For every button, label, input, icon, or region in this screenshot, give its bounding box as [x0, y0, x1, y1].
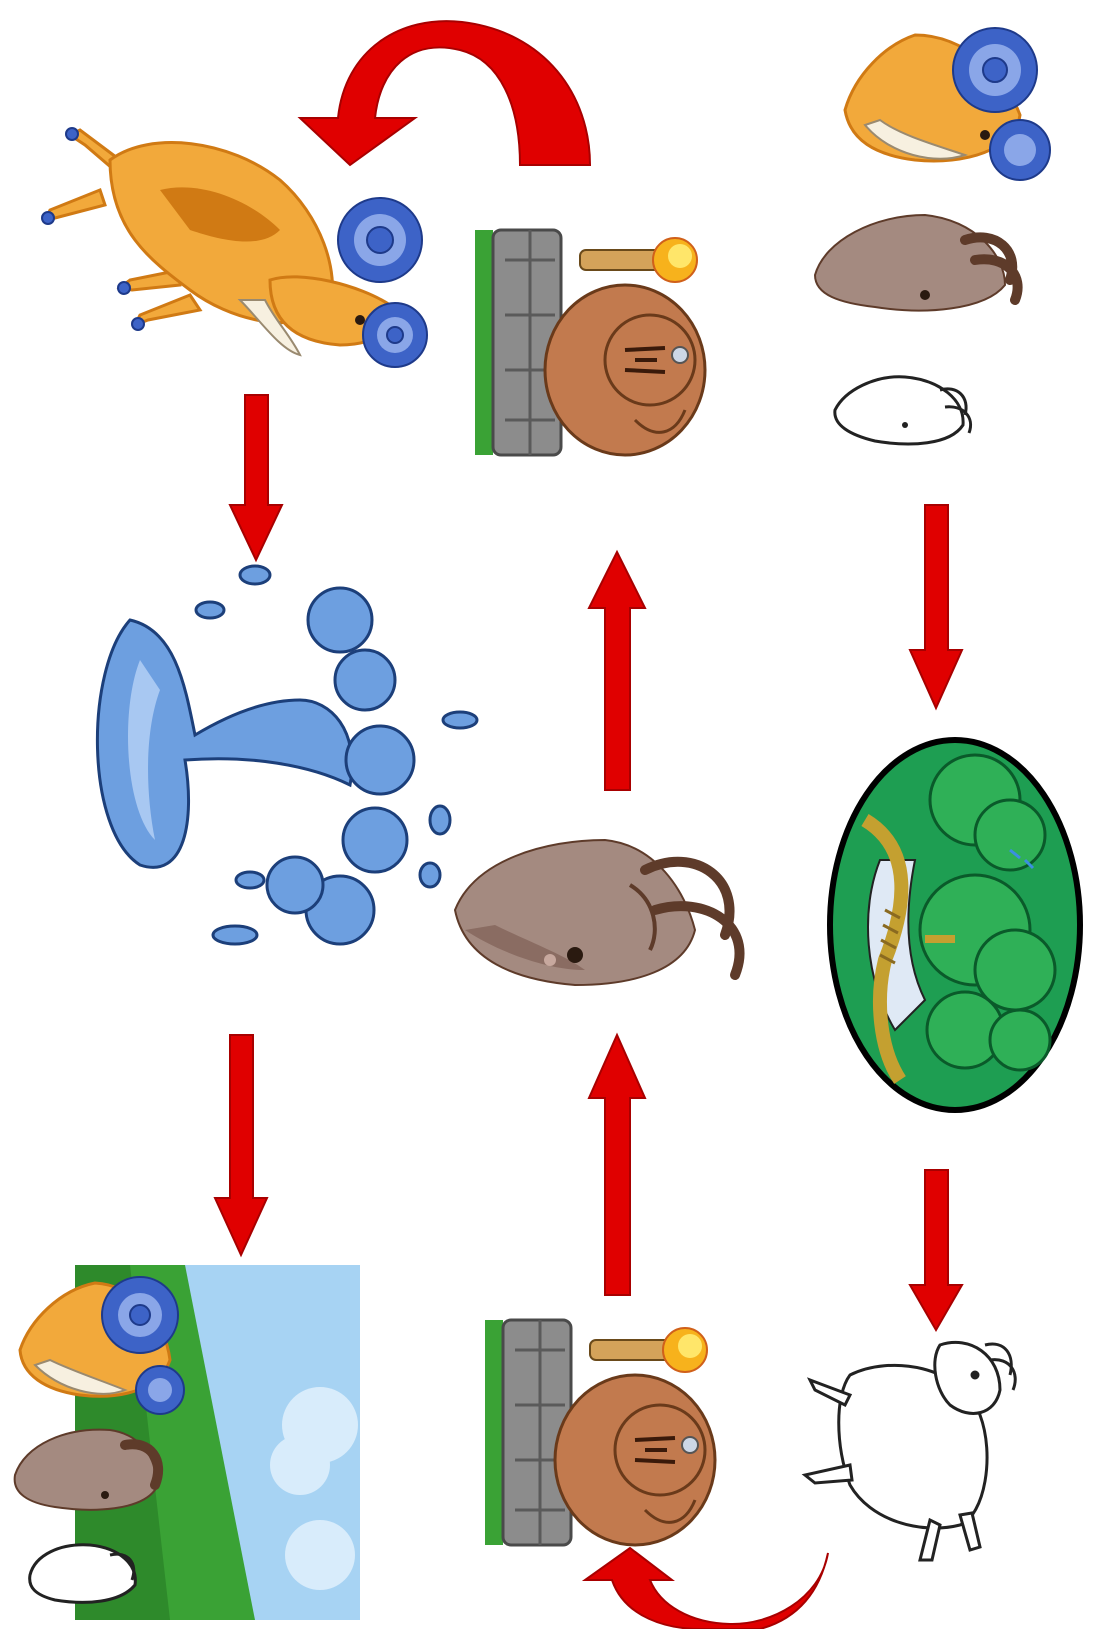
troll-bridge-icon	[485, 1320, 715, 1545]
meadow-goats-icon	[15, 1265, 360, 1620]
arrow-middle-up-1	[589, 552, 645, 790]
arrow-right-down-2	[910, 1170, 962, 1330]
arrow-middle-up-2	[589, 1035, 645, 1295]
golden-ram-standing	[42, 128, 427, 367]
arrow-left-down-2	[215, 1035, 267, 1255]
troll-under-bridge-top	[475, 230, 705, 455]
three-goats-icon	[815, 28, 1050, 444]
three-goats-stack-top	[815, 28, 1050, 444]
arrow-bottom-curve	[585, 1548, 828, 1629]
forest-oval	[830, 740, 1080, 1110]
water-splash	[97, 566, 477, 944]
troll-under-bridge-bottom	[485, 1320, 715, 1545]
arrow-top-curve	[300, 21, 590, 165]
arrow-left-down-1	[230, 395, 282, 560]
white-goat-icon	[805, 1342, 1015, 1560]
goats-on-meadow	[15, 1265, 360, 1620]
troll-bridge-icon	[475, 230, 705, 455]
water-splash-icon	[97, 566, 477, 944]
forest-scene-icon	[830, 740, 1080, 1110]
golden-ram-icon	[42, 128, 427, 367]
white-goat-outline	[805, 1342, 1015, 1560]
brown-goat-head	[455, 840, 740, 985]
arrow-right-down-1	[910, 505, 962, 708]
brown-goat-icon	[455, 840, 740, 985]
